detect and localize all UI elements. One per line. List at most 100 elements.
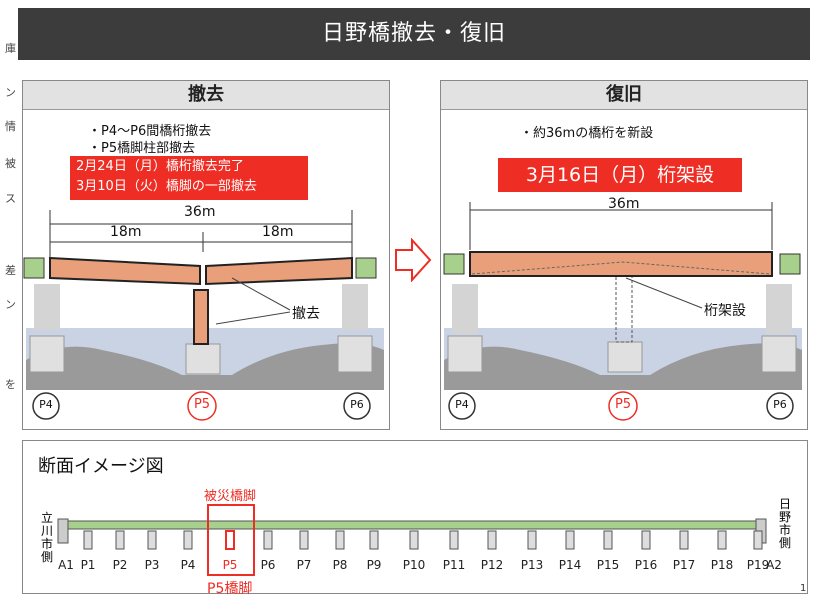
callout-arrow bbox=[231, 277, 291, 311]
old-girder-outline bbox=[471, 261, 771, 275]
pier-column bbox=[335, 530, 345, 550]
pier-label-p5: P5 bbox=[193, 397, 211, 412]
pier-p6-column bbox=[342, 284, 368, 330]
pier-label: P16 bbox=[635, 558, 658, 572]
pier-column bbox=[225, 530, 235, 550]
abutment-a1 bbox=[57, 518, 69, 544]
deck bbox=[57, 520, 767, 530]
callout-arrow bbox=[625, 277, 703, 309]
pier-label: P19 bbox=[747, 558, 770, 572]
pier-label: P11 bbox=[443, 558, 466, 572]
removal-date-line: 2月24日（月）橋桁撤去完了 bbox=[76, 159, 244, 174]
pier-column bbox=[565, 530, 575, 550]
side-label-char: 市 bbox=[40, 537, 53, 551]
abutment-left bbox=[443, 253, 465, 275]
pier-label: P18 bbox=[711, 558, 734, 572]
page-number: 1 bbox=[800, 583, 807, 594]
pier-column bbox=[717, 530, 727, 550]
pier-column bbox=[753, 530, 763, 550]
pier-label: P3 bbox=[145, 558, 160, 572]
pier-column bbox=[147, 530, 157, 550]
pier-p5-footing bbox=[185, 343, 221, 375]
pier-p6-footing bbox=[337, 335, 373, 373]
removal-callout: 撤去 bbox=[292, 306, 320, 322]
pier-label: P12 bbox=[481, 558, 504, 572]
pier-column bbox=[299, 530, 309, 550]
pier-label-circle bbox=[187, 391, 217, 421]
pier-column bbox=[183, 530, 193, 550]
abutment-right bbox=[355, 257, 377, 279]
side-label-char: 側 bbox=[40, 550, 53, 564]
abutment-left bbox=[23, 257, 45, 279]
side-char: を bbox=[5, 378, 16, 391]
pier-label: P10 bbox=[403, 558, 426, 572]
pier-label: P9 bbox=[367, 558, 382, 572]
pier-column bbox=[83, 530, 93, 550]
pier-p4-footing bbox=[447, 335, 483, 373]
pier-label: P1 bbox=[81, 558, 96, 572]
pier-label: P7 bbox=[297, 558, 312, 572]
pier-p4-column bbox=[34, 284, 60, 330]
pier-label: P8 bbox=[333, 558, 348, 572]
pier-label: P2 bbox=[113, 558, 128, 572]
pier-label: A1 bbox=[58, 558, 74, 572]
side-label-char: 側 bbox=[778, 536, 791, 550]
damaged-pier-highlight bbox=[207, 504, 255, 576]
side-char: 被 bbox=[5, 157, 16, 170]
river-bed bbox=[26, 343, 384, 390]
side-char: ン bbox=[5, 298, 16, 311]
pier-label: P15 bbox=[597, 558, 620, 572]
pier-column bbox=[641, 530, 651, 550]
pier-label: P4 bbox=[181, 558, 196, 572]
removal-diagram bbox=[23, 210, 384, 421]
pier-column bbox=[115, 530, 125, 550]
restoration-bullet: ・約36mの橋桁を新設 bbox=[520, 126, 654, 141]
pier-label-circle bbox=[766, 392, 794, 420]
pier-column bbox=[603, 530, 613, 550]
side-label-char: 野 bbox=[778, 510, 791, 524]
side-label-right: 日 野 市 側 bbox=[778, 498, 792, 550]
pier-p5-footing bbox=[607, 341, 643, 373]
left-margin bbox=[0, 0, 18, 595]
transition-arrow bbox=[395, 238, 432, 282]
restoration-callout: 桁架設 bbox=[704, 303, 746, 319]
pier-p6-footing bbox=[761, 335, 797, 373]
pier-label-circle bbox=[608, 391, 638, 421]
damaged-pier-label: 被災橋脚 bbox=[204, 489, 257, 504]
pier-p4-footing bbox=[29, 335, 65, 373]
pier-group bbox=[83, 530, 763, 550]
dim-total: 36m bbox=[608, 196, 640, 212]
cross-section-panel bbox=[22, 440, 808, 594]
pier-label-p4: P4 bbox=[39, 398, 53, 411]
dim-right: 18m bbox=[262, 224, 294, 240]
restoration-date-box: 3月16日（月）桁架設 bbox=[498, 158, 742, 192]
girder-right bbox=[205, 256, 353, 286]
removal-date-line: 3月10日（火）橋脚の一部撤去 bbox=[76, 179, 257, 194]
side-char: 差 bbox=[5, 264, 16, 277]
pier-column bbox=[527, 530, 537, 550]
pier-label-p6: P6 bbox=[773, 398, 787, 411]
pier-label: P5 bbox=[223, 558, 238, 572]
removal-bullet: ・P5橋脚柱部撤去 bbox=[88, 141, 196, 156]
pier-p6-column bbox=[766, 284, 792, 334]
removal-date-box: 2月24日（月）橋桁撤去完了 3月10日（火）橋脚の一部撤去 bbox=[70, 156, 308, 200]
dim-total: 36m bbox=[184, 204, 216, 220]
side-label-char: 立 bbox=[40, 511, 53, 525]
new-girder bbox=[469, 251, 773, 277]
side-char: 庫 bbox=[5, 42, 16, 55]
side-label-left: 立 川 市 側 bbox=[40, 512, 54, 564]
pier-p5-column bbox=[193, 289, 209, 345]
pier-label-circle bbox=[32, 392, 60, 420]
side-label-char: 市 bbox=[778, 523, 791, 537]
side-char: ン bbox=[5, 86, 16, 99]
removal-bullet: ・P4～P6間橋桁撤去 bbox=[88, 124, 212, 139]
pier-column bbox=[449, 530, 459, 550]
pier-column bbox=[263, 530, 273, 550]
pier-label-p6: P6 bbox=[350, 398, 364, 411]
side-label-char: 日 bbox=[778, 497, 791, 511]
restoration-panel-header: 復旧 bbox=[441, 81, 807, 110]
pier-label: A2 bbox=[766, 558, 782, 572]
callout-arrow bbox=[215, 311, 291, 325]
